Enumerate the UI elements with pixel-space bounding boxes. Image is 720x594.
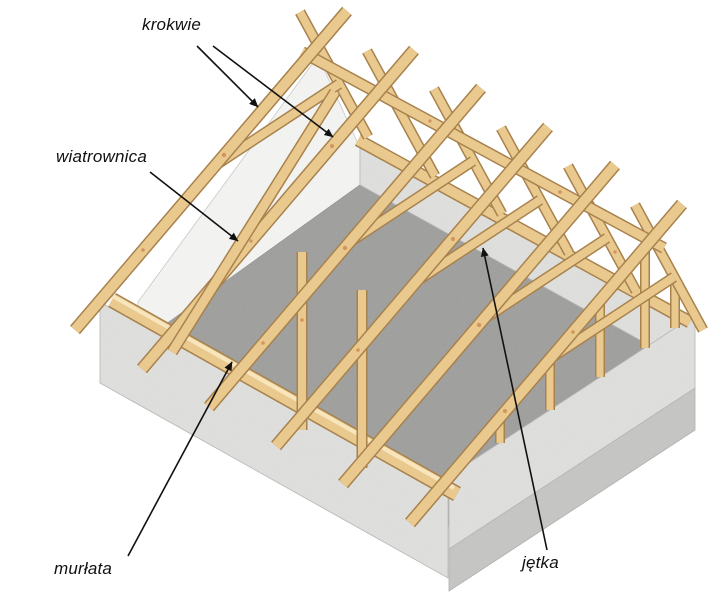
near-gable-wall [448,314,696,550]
arrow-wiatrownica [149,171,239,242]
rafter-right-6 [631,203,707,332]
wood-knots [141,119,617,413]
arrow-krokwie-2 [212,45,334,138]
arrow-jetka [480,247,548,551]
wall-plate-left-top-face [108,292,455,490]
roof-frame [70,6,708,528]
knot [613,250,617,254]
ridge-beam [299,48,667,252]
collar-beam-2 [347,157,476,246]
label-wiatrownica: wiatrownica [56,147,148,166]
knot [249,239,253,243]
rafter-left-2-krokiew [138,46,418,373]
knot [571,330,575,334]
knot [503,409,507,413]
knot [330,144,334,148]
annotation-arrows [127,45,548,557]
label-jetka: jętka [522,553,559,572]
knot [428,119,432,123]
label-krokwie: krokwie [142,15,202,34]
knot [261,341,265,345]
rafter-left-1-krokiew [71,7,351,334]
knot [558,190,562,194]
knot [342,245,348,251]
knot [141,248,145,252]
arrow-krokwie-1 [196,45,259,108]
knot [476,322,482,328]
rafter-left-6-krokiew [406,200,686,527]
label-murlata: murłata [54,559,113,578]
rafter-left-4-krokiew [272,123,552,450]
arrow-murlata [127,361,233,557]
knot [356,348,360,352]
knot [451,237,455,241]
knot [300,318,304,322]
wind-brace-wiatrownica [168,89,339,355]
collar-beam-3-jetka [414,196,543,285]
collar-beam-far [213,80,342,169]
collar-beam-4 [481,234,610,323]
knot [221,152,227,158]
collar-beam-5 [548,273,677,362]
